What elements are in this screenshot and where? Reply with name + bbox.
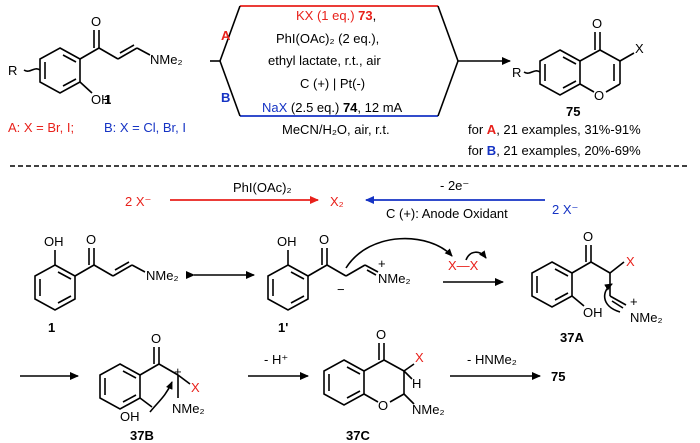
mech1-o: O: [86, 232, 96, 247]
mech37C-x: X: [415, 350, 424, 365]
intermediate-37B: OH O + X NMe₂ 37B: [99, 331, 205, 443]
mech37A-x: X: [626, 254, 635, 269]
mech37A-plus: +: [630, 294, 638, 309]
mech1-nme2: NMe₂: [146, 268, 179, 283]
route-a-reagent-3: ethyl lactate, r.t., air: [268, 53, 381, 68]
route-b-reagent-2: NaX (2.5 eq.) 74, 12 mA: [262, 100, 403, 115]
substituent-r: R: [8, 63, 17, 78]
scope-for-b: for B, 21 examples, 20%-69%: [468, 143, 641, 158]
carbonyl-o: O: [91, 14, 101, 29]
mech1p-carbanion: −: [337, 282, 345, 297]
compound-1p-label: 1': [278, 320, 288, 335]
scope-route-a: A: X = Br, I;: [8, 120, 74, 135]
intermediate-37B-label: 37B: [130, 428, 154, 443]
mech37C-ring-o: O: [378, 398, 388, 413]
intermediate-37A: OH O X NMe₂ + 37A: [531, 229, 663, 345]
route-a-reagent-1: KX (1 eq.) 73,: [296, 8, 376, 23]
conditions-box: A B KX (1 eq.) 73, PhI(OAc)₂ (2 eq.), et…: [210, 5, 511, 137]
final-product-75: 75: [551, 369, 565, 384]
route-a-label: A: [221, 28, 231, 43]
mech37C-h: H: [412, 376, 421, 391]
mech37C-o: O: [376, 327, 386, 342]
intermediate-37C: O O X H NMe₂ 37C: [323, 327, 445, 443]
mech1-oh: OH: [44, 234, 64, 249]
halogen-xx: X—X: [448, 258, 479, 273]
intermediate-37C-label: 37C: [346, 428, 370, 443]
route-a-reagent-2: PhI(OAc)₂ (2 eq.),: [276, 31, 379, 46]
mech1p-plus: +: [378, 256, 386, 271]
halide-left: 2 X⁻: [125, 194, 151, 209]
mech37B-oh: OH: [120, 409, 140, 424]
dimethylamino: NMe₂: [150, 52, 183, 67]
mech37A-oh: OH: [583, 305, 603, 320]
route-b-reagent-3: MeCN/H₂O, air, r.t.: [282, 122, 390, 137]
mech37B-o: O: [151, 331, 161, 346]
halide-right: 2 X⁻: [552, 202, 578, 217]
mech37B-plus: +: [174, 364, 182, 379]
oxidant-phi: PhI(OAc)₂: [233, 180, 292, 195]
step-deprotonation: - H⁺: [264, 352, 288, 367]
product-75: R O O X 75: [512, 16, 644, 119]
halide-oxidation: 2 X⁻ PhI(OAc)₂ X₂ - 2e⁻ C (+): Anode Oxi…: [125, 178, 578, 221]
anode-oxidant: C (+): Anode Oxidant: [386, 206, 508, 221]
scope-for-a: for A, 21 examples, 31%-91%: [468, 122, 641, 137]
product-substituent-r: R: [512, 65, 521, 80]
curly-arrow-37A: [603, 283, 621, 313]
mech37A-o: O: [583, 229, 593, 244]
curly-arrow-xx: [465, 250, 487, 261]
mech1p-oh: OH: [277, 234, 297, 249]
mech1p-iminium: NMe₂: [378, 271, 411, 286]
mech37C-nme2: NMe₂: [412, 402, 445, 417]
mech-compound-1: OH O NMe₂ 1: [34, 232, 179, 335]
mech37B-x: X: [191, 380, 200, 395]
scope-route-b: B: X = Cl, Br, I: [104, 120, 186, 135]
route-b-label: B: [221, 90, 230, 105]
mech37A-nme2: NMe₂: [630, 310, 663, 325]
product-x: X: [635, 41, 644, 56]
intermediate-37A-label: 37A: [560, 330, 584, 345]
product-75-label: 75: [566, 104, 580, 119]
halogen-x2: X₂: [330, 194, 344, 209]
product-carbonyl-o: O: [592, 16, 602, 31]
mech-compound-1prime: OH O − NMe₂ + 1': [267, 232, 453, 335]
product-ring-o: O: [594, 88, 604, 103]
mech1p-o: O: [319, 232, 329, 247]
curly-arrow-attack: [345, 237, 453, 269]
mech37B-nme2: NMe₂: [172, 401, 205, 416]
compound-1-label: 1: [104, 92, 111, 107]
compound-1-mech-label: 1: [48, 320, 55, 335]
curly-arrow-37B: [149, 381, 173, 413]
electron-loss: - 2e⁻: [440, 178, 469, 193]
route-b-reagent-1: C (+) | Pt(-): [300, 76, 365, 91]
starting-material-1: R OH O NMe₂ 1: [8, 14, 183, 107]
step-elimination: - HNMe₂: [467, 352, 517, 367]
hydroxyl-label: OH: [91, 92, 111, 107]
